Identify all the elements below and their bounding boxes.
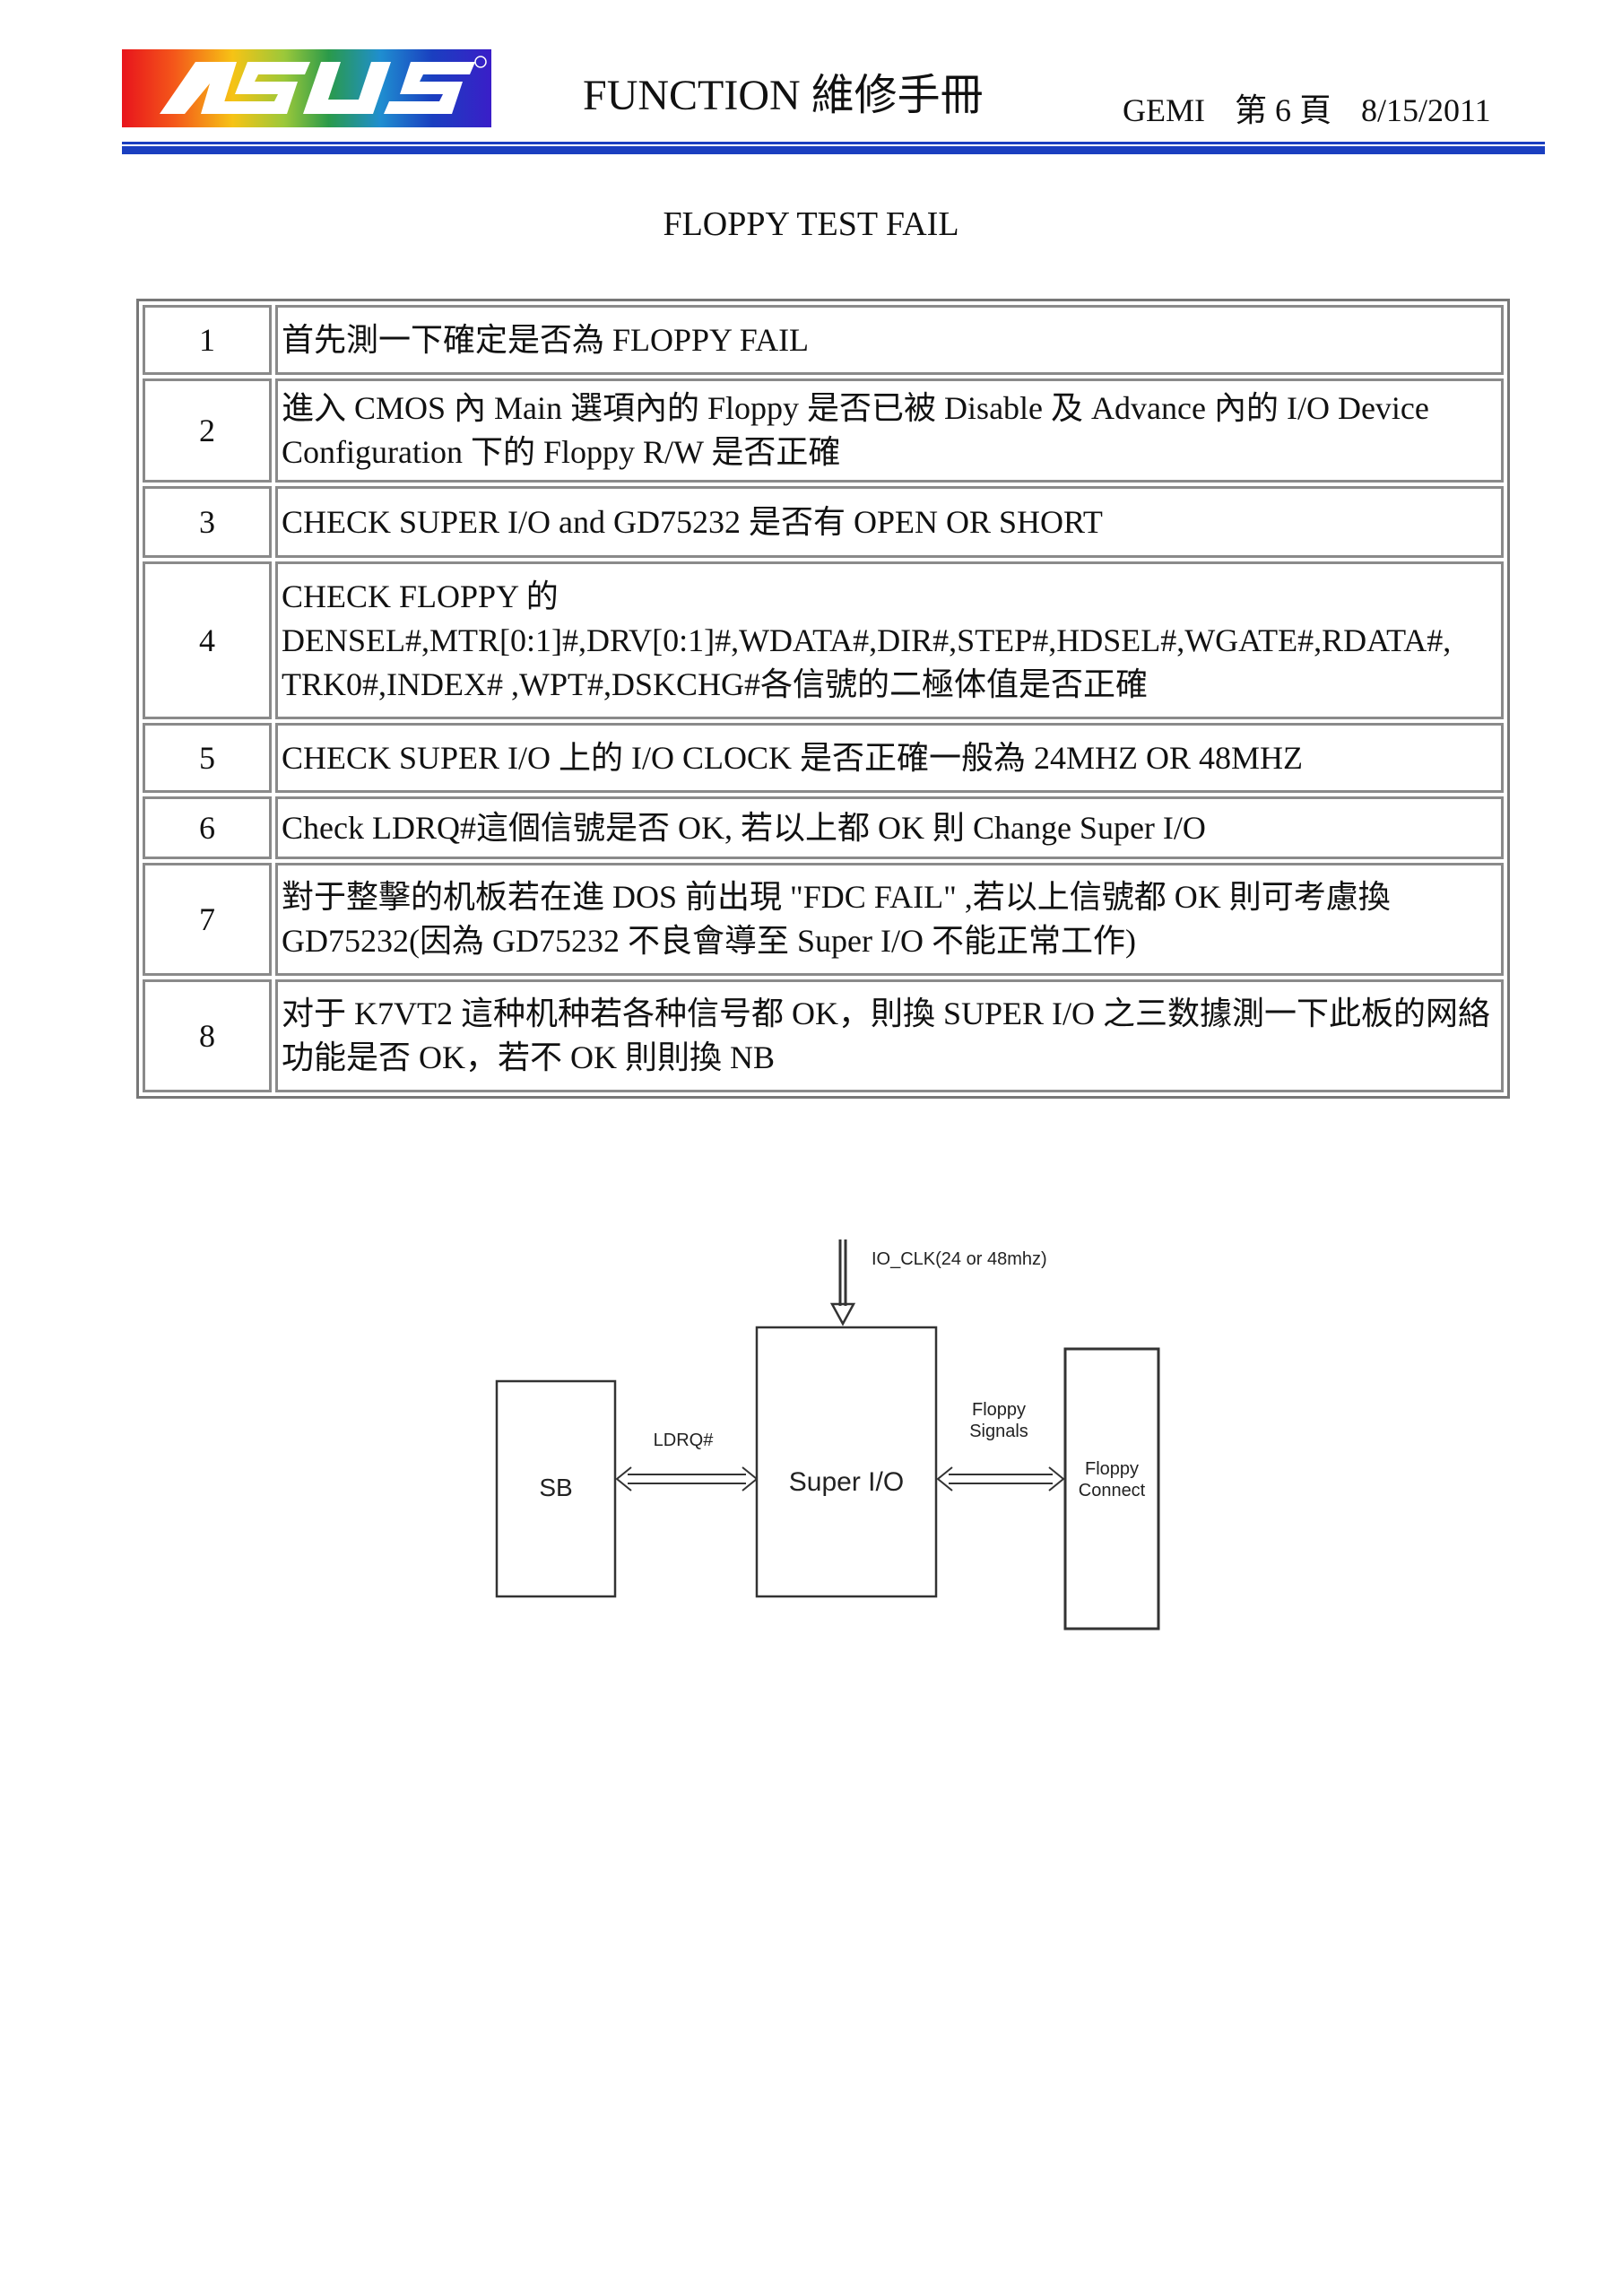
floppy-block-diagram: IO_CLK(24 or 48mhz) SB LDRQ# Super I/O F… — [495, 1239, 1160, 1631]
step-number: 4 — [143, 561, 272, 719]
ldrq-double-arrow — [615, 1466, 759, 1492]
floppy-connect-label-line1: Floppy — [1085, 1459, 1139, 1479]
table-row: 6 Check LDRQ#這個信號是否 OK, 若以上都 OK 則 Change… — [143, 796, 1504, 859]
step-text: 進入 CMOS 內 Main 選項內的 Floppy 是否已被 Disable … — [275, 378, 1504, 483]
super-io-block — [755, 1326, 938, 1598]
ldrq-label: LDRQ# — [654, 1431, 715, 1450]
table-row: 4 CHECK FLOPPY 的 DENSEL#,MTR[0:1]#,DRV[0… — [143, 561, 1504, 719]
sb-block — [495, 1379, 617, 1598]
document-title: FUNCTION 維修手冊 — [583, 72, 984, 119]
step-text: 对于 K7VT2 這种机种若各种信号都 OK，則換 SUPER I/O 之三数據… — [275, 979, 1504, 1092]
table-row: 3 CHECK SUPER I/O and GD75232 是否有 OPEN O… — [143, 486, 1504, 558]
steps-table: 1 首先測一下確定是否為 FLOPPY FAIL 2 進入 CMOS 內 Mai… — [136, 299, 1510, 1099]
super-io-label: Super I/O — [789, 1467, 904, 1497]
table-row: 7 對于整擊的机板若在進 DOS 前出現 "FDC FAIL" ,若以上信號都 … — [143, 863, 1504, 976]
step-number: 2 — [143, 378, 272, 483]
floppy-signals-label-line1: Floppy — [972, 1400, 1026, 1420]
io-clk-arrow — [829, 1239, 856, 1326]
header-rule-thick — [122, 146, 1545, 154]
table-row: 5 CHECK SUPER I/O 上的 I/O CLOCK 是否正確一般為 2… — [143, 723, 1504, 793]
step-text: 對于整擊的机板若在進 DOS 前出現 "FDC FAIL" ,若以上信號都 OK… — [275, 863, 1504, 976]
step-number: 6 — [143, 796, 272, 859]
floppy-connect-label-line2: Connect — [1079, 1481, 1146, 1500]
table-row: 8 对于 K7VT2 這种机种若各种信号都 OK，則換 SUPER I/O 之三… — [143, 979, 1504, 1092]
section-title: FLOPPY TEST FAIL — [663, 205, 959, 243]
step-text: Check LDRQ#這個信號是否 OK, 若以上都 OK 則 Change S… — [275, 796, 1504, 859]
floppy-signals-double-arrow — [936, 1466, 1065, 1492]
step-text: CHECK SUPER I/O 上的 I/O CLOCK 是否正確一般為 24M… — [275, 723, 1504, 793]
table-row: 1 首先測一下確定是否為 FLOPPY FAIL — [143, 305, 1504, 375]
asus-logo-mark — [160, 56, 487, 114]
step-number: 7 — [143, 863, 272, 976]
page-number: 第 6 頁 — [1235, 92, 1332, 128]
date: 8/15/2011 — [1361, 92, 1491, 128]
sb-label: SB — [539, 1474, 572, 1501]
step-text: CHECK SUPER I/O and GD75232 是否有 OPEN OR … — [275, 486, 1504, 558]
floppy-signals-label-line2: Signals — [969, 1422, 1028, 1441]
step-text: 首先測一下確定是否為 FLOPPY FAIL — [275, 305, 1504, 375]
asus-logo — [122, 49, 491, 127]
table-row: 2 進入 CMOS 內 Main 選項內的 Floppy 是否已被 Disabl… — [143, 378, 1504, 483]
document-meta: GEMI 第 6 頁 8/15/2011 — [1123, 84, 1513, 131]
step-number: 5 — [143, 723, 272, 793]
step-number: 1 — [143, 305, 272, 375]
floppy-connect-block — [1063, 1347, 1160, 1631]
step-number: 3 — [143, 486, 272, 558]
header-rule-thin — [122, 142, 1545, 144]
author: GEMI — [1123, 92, 1205, 128]
step-text: CHECK FLOPPY 的 DENSEL#,MTR[0:1]#,DRV[0:1… — [275, 561, 1504, 719]
step-number: 8 — [143, 979, 272, 1092]
io-clk-label: IO_CLK(24 or 48mhz) — [872, 1249, 1047, 1269]
